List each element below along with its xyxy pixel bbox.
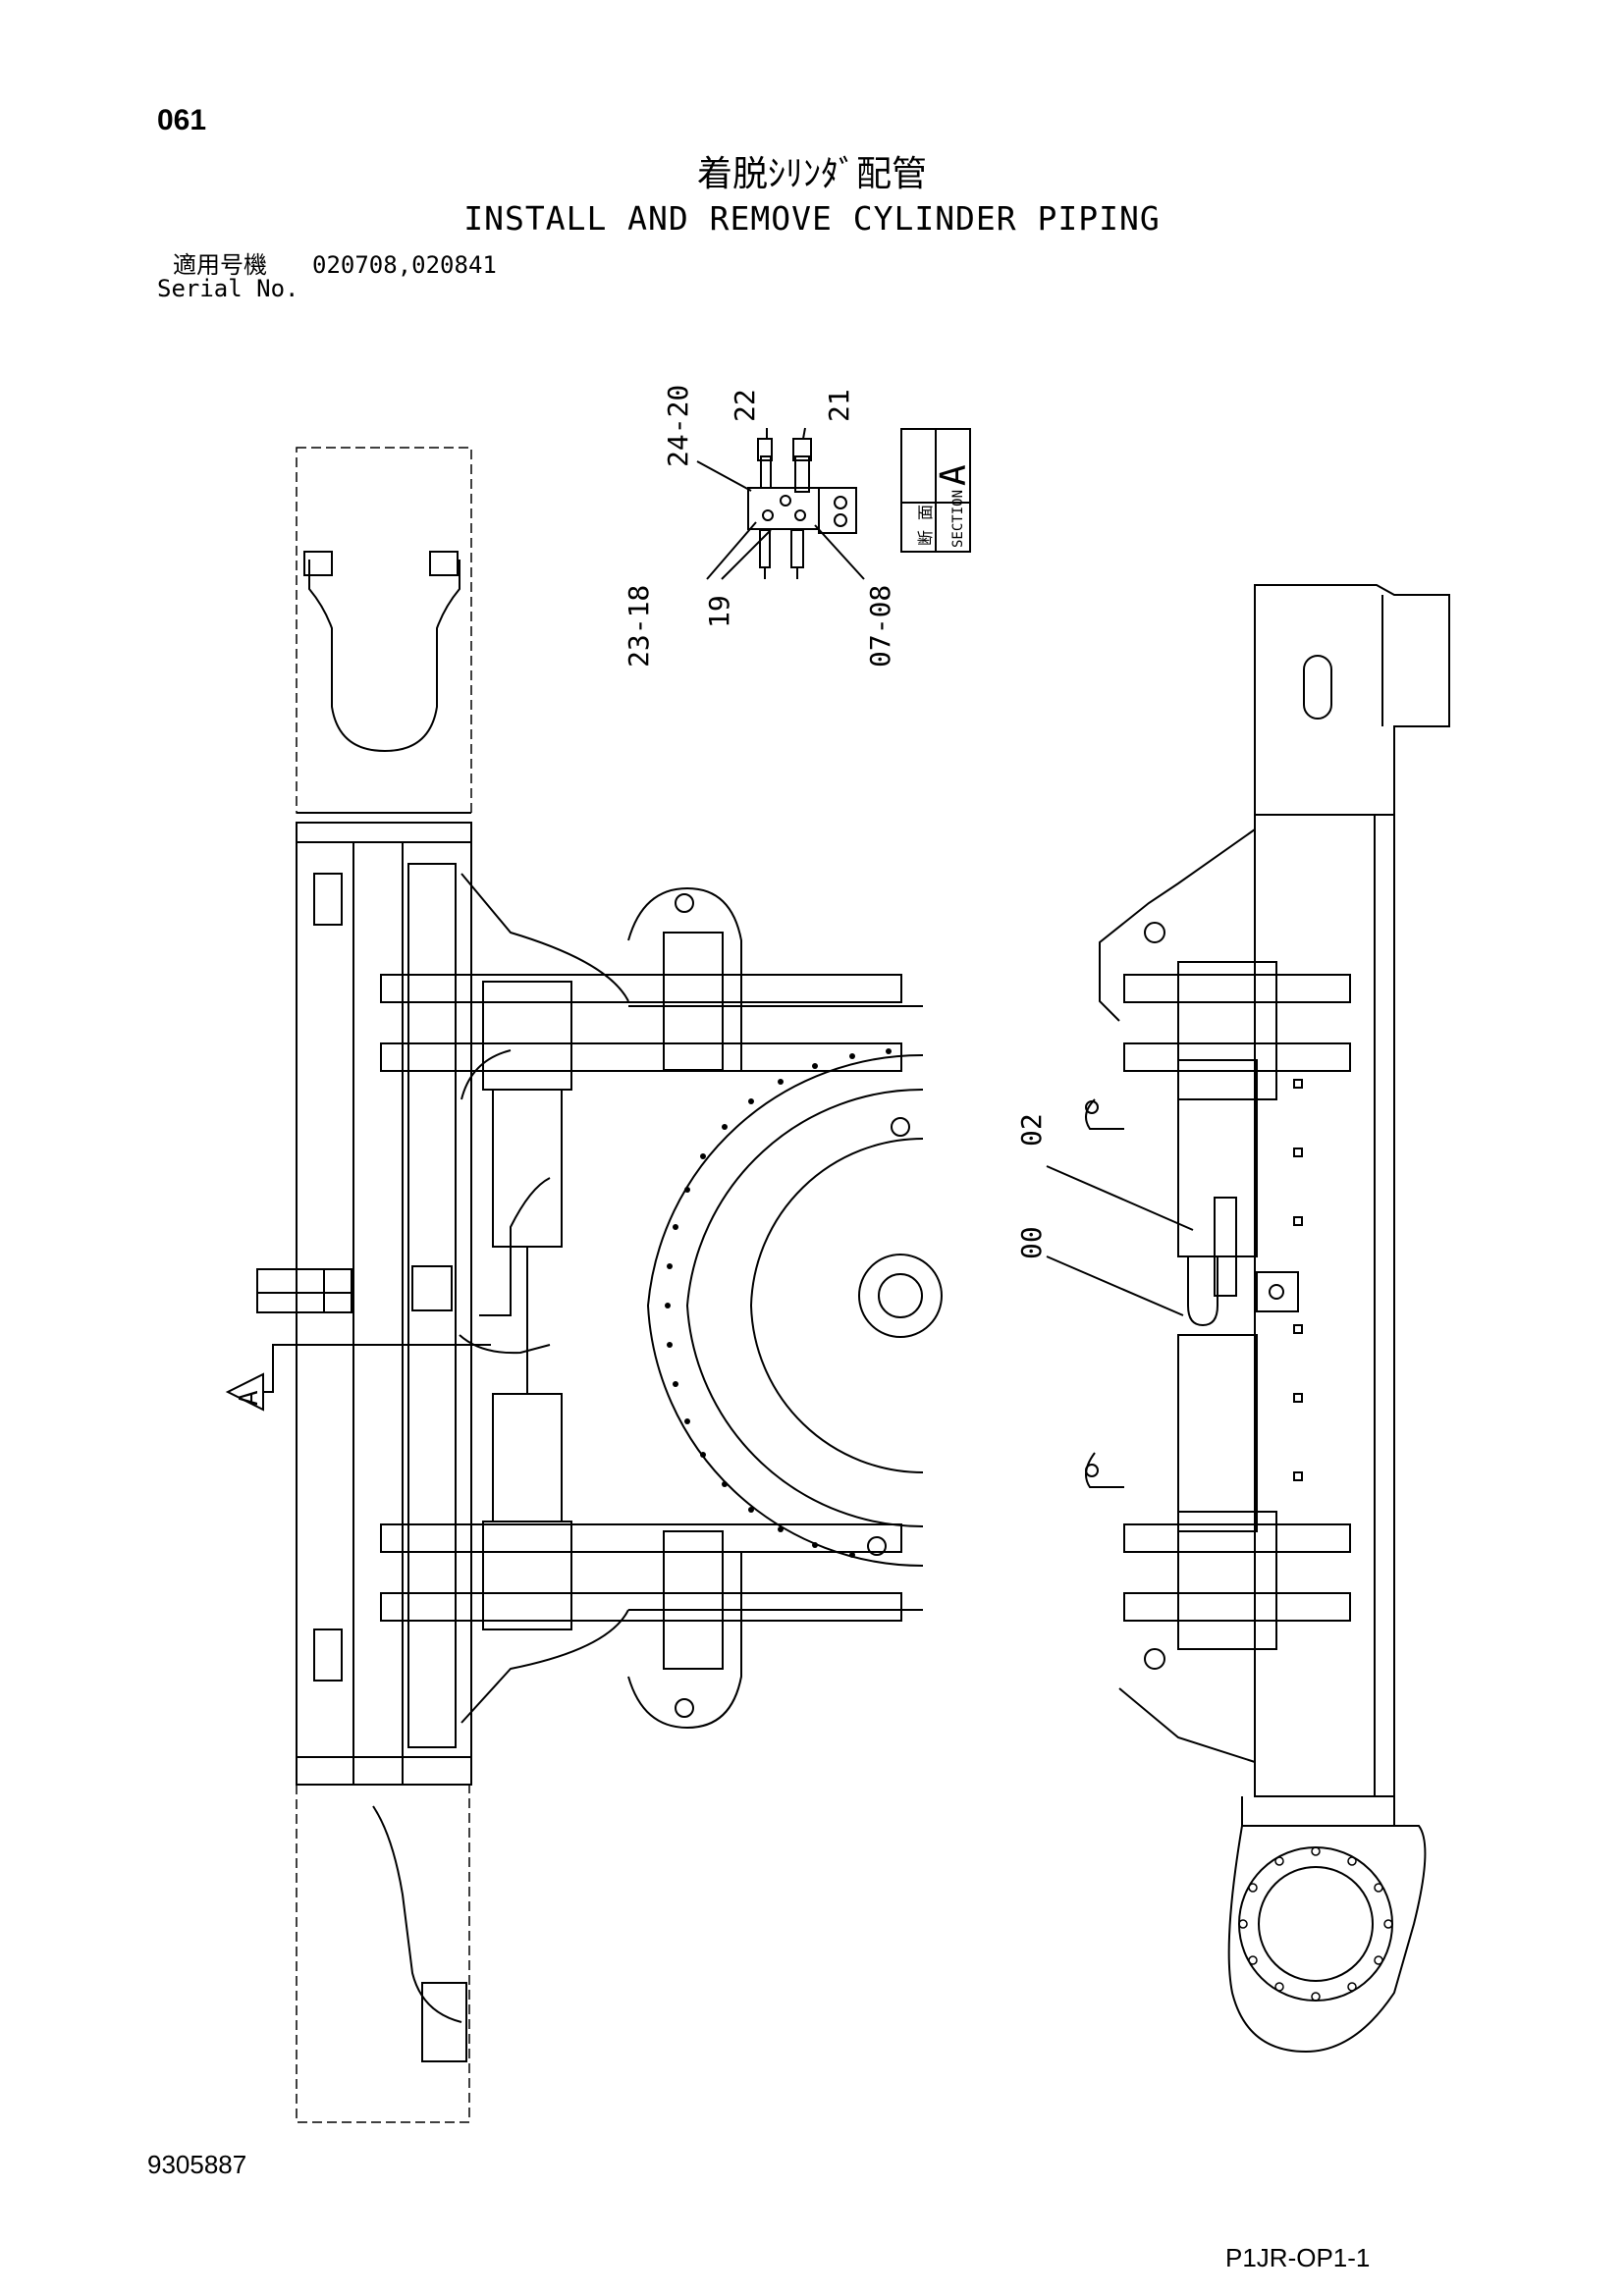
right-view-leaders	[1046, 1165, 1194, 1316]
right-track-frame	[1085, 584, 1450, 2054]
section-a-callouts: 22 21 24-20 23-18 19 07-08 A 断 面 SECTION	[623, 385, 974, 667]
swing-ring-bolts	[665, 1048, 892, 1558]
callout-07-08: 07-08	[864, 585, 896, 667]
callout-00: 00	[1015, 1226, 1048, 1259]
left-view-labels: A	[235, 1390, 264, 1406]
callout-23-18: 23-18	[623, 585, 655, 667]
callout-24-20: 24-20	[662, 385, 694, 467]
right-view-callouts: 02 00	[1015, 1113, 1048, 1259]
serial-label-japanese: 適用号機	[173, 251, 267, 279]
document-number: 9305887	[147, 2150, 247, 2179]
section-marker-a: A	[235, 1390, 264, 1406]
section-a-detail	[696, 427, 971, 580]
serial-label-english: Serial No.	[157, 275, 299, 302]
sheet-code: P1JR-OP1-1	[1225, 2243, 1371, 2272]
title-english: INSTALL AND REMOVE CYLINDER PIPING	[463, 199, 1161, 238]
callout-02: 02	[1015, 1113, 1048, 1147]
center-carbody	[627, 886, 943, 1730]
page-number: 061	[157, 104, 207, 136]
section-label-jp-bottom: 面	[916, 505, 935, 520]
left-track-frame	[225, 447, 902, 2123]
serial-values: 020708,020841	[312, 251, 497, 279]
section-letter: A	[934, 464, 974, 486]
section-label-jp-top: 断	[916, 530, 935, 546]
section-label-en: SECTION	[950, 490, 966, 548]
callout-19: 19	[703, 595, 735, 628]
callout-21: 21	[823, 389, 855, 422]
title-japanese: 着脱ｼﾘﾝﾀﾞ配管	[696, 154, 927, 194]
callout-22: 22	[729, 389, 761, 422]
sprocket-bolts	[1238, 1846, 1393, 2002]
